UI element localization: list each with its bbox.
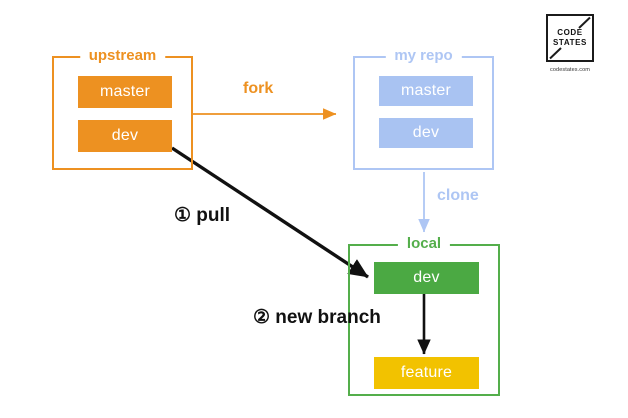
logo-square-icon: CODE STATES	[546, 14, 594, 62]
edge-label-clone: clone	[437, 187, 479, 204]
repo-box-upstream: upstream master dev	[52, 47, 193, 170]
branch-local-feature[interactable]: feature	[374, 357, 479, 389]
branch-local-dev[interactable]: dev	[374, 262, 479, 294]
branch-upstream-master[interactable]: master	[78, 76, 172, 108]
logo-wordmark: CODE STATES	[548, 16, 592, 60]
repo-title-local: local	[397, 235, 451, 253]
codestates-logo: CODE STATES codestates.com	[546, 14, 594, 73]
branch-upstream-dev[interactable]: dev	[78, 120, 172, 152]
branch-my-repo-master[interactable]: master	[379, 76, 473, 106]
repo-box-local: local dev feature	[348, 235, 500, 396]
logo-line-2: STATES	[553, 38, 587, 47]
edge-label-fork: fork	[243, 80, 274, 97]
logo-line-1: CODE	[557, 28, 583, 37]
repo-box-my-repo: my repo master dev	[353, 47, 494, 170]
edge-label-new-branch: ② new branch	[253, 307, 381, 328]
edge-label-pull: ① pull	[174, 205, 231, 226]
repo-title-my-repo: my repo	[385, 47, 462, 65]
repo-title-upstream: upstream	[79, 47, 166, 65]
logo-caption: codestates.com	[550, 67, 590, 73]
logo-corner-arrows-icon	[549, 16, 591, 60]
branch-my-repo-dev[interactable]: dev	[379, 118, 473, 148]
